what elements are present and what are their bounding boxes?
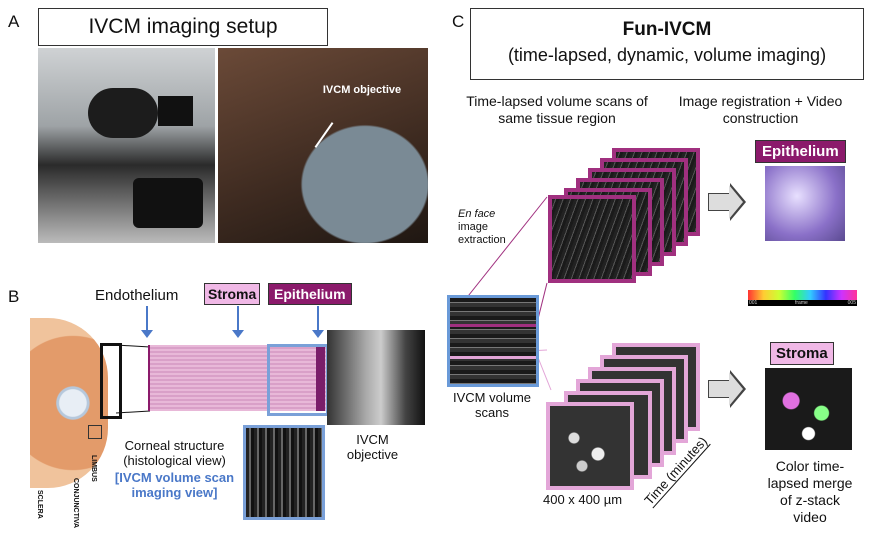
panel-c-title-box: Fun-IVCM (time-lapsed, dynamic, volume i…: [470, 8, 864, 80]
panel-c-letter: C: [452, 12, 465, 31]
sclera-label: SCLERA: [36, 490, 43, 519]
stroma-label: Stroma: [204, 283, 261, 305]
ivcm-volume-scan-view: [243, 425, 325, 520]
size-label: 400 x 400 µm: [543, 492, 623, 507]
ivcm-objective-label: IVCM objective: [322, 84, 402, 96]
histology-strip: [148, 345, 327, 411]
ivcm-objective-text: IVCM objective: [346, 432, 399, 462]
fun-ivcm-subtitle: (time-lapsed, dynamic, volume imaging): [507, 45, 827, 65]
eye-objective-photo: IVCM objective: [218, 48, 428, 243]
imaging-view-box: [267, 344, 329, 416]
eye-diagram: [30, 318, 108, 488]
merge-caption: Color time-lapsed merge of z-stack video: [767, 458, 853, 525]
epithelium-layer: [316, 345, 325, 411]
epithelium-volume-frame: [548, 195, 636, 283]
ivcm-volume-scan-box: [447, 295, 539, 387]
microscope-photo: [38, 48, 215, 243]
stroma-merge-image: [765, 368, 852, 450]
epithelium-result-label: Epithelium: [755, 140, 846, 163]
volume-scans-label: IVCM volume scans: [452, 390, 532, 420]
en-face-italic: En face: [458, 208, 496, 220]
col2-heading: Image registration + Video construction: [678, 93, 843, 126]
panel-a-title: IVCM imaging setup: [38, 8, 328, 46]
objective-arrow: [314, 122, 334, 148]
stroma-result-label: Stroma: [770, 342, 834, 365]
limbus-box: [88, 425, 102, 439]
panel-b-letter: B: [8, 287, 20, 306]
limbus-label: LIMBUS: [90, 455, 97, 482]
stroma-arrow: [232, 306, 244, 338]
colorbar: [748, 290, 857, 300]
zoom-lines: [116, 344, 151, 414]
endothelium-label: Endothelium: [95, 287, 179, 304]
objective-photo: [327, 330, 425, 425]
corneal-structure-text: Corneal structure (histological view): [123, 438, 226, 468]
epithelium-arrow: [312, 306, 324, 338]
imaging-view-text: [IVCM volume scan imaging view]: [114, 470, 235, 500]
conjunctiva-label: CONJUNCTIVA: [72, 478, 79, 529]
colorbar-start: 001: [749, 300, 758, 306]
stroma-volume-frame: [546, 402, 634, 490]
fun-ivcm-title: Fun-IVCM: [622, 19, 712, 40]
colorbar-end: 005: [847, 300, 856, 306]
arrow-right-icon: [708, 370, 746, 408]
cornea-box: [100, 343, 122, 419]
panel-a-letter: A: [8, 12, 20, 31]
endothelium-arrow: [141, 306, 153, 338]
colorbar-label: frame: [795, 300, 808, 306]
colorbar-axis: 001 frame 005: [748, 300, 857, 306]
en-face-rest: image extraction: [458, 221, 506, 246]
epithelium-merge-image: [765, 166, 845, 241]
col1-heading: Time-lapsed volume scans of same tissue …: [466, 93, 648, 126]
arrow-right-icon: [708, 183, 746, 221]
epithelium-label: Epithelium: [268, 283, 352, 305]
